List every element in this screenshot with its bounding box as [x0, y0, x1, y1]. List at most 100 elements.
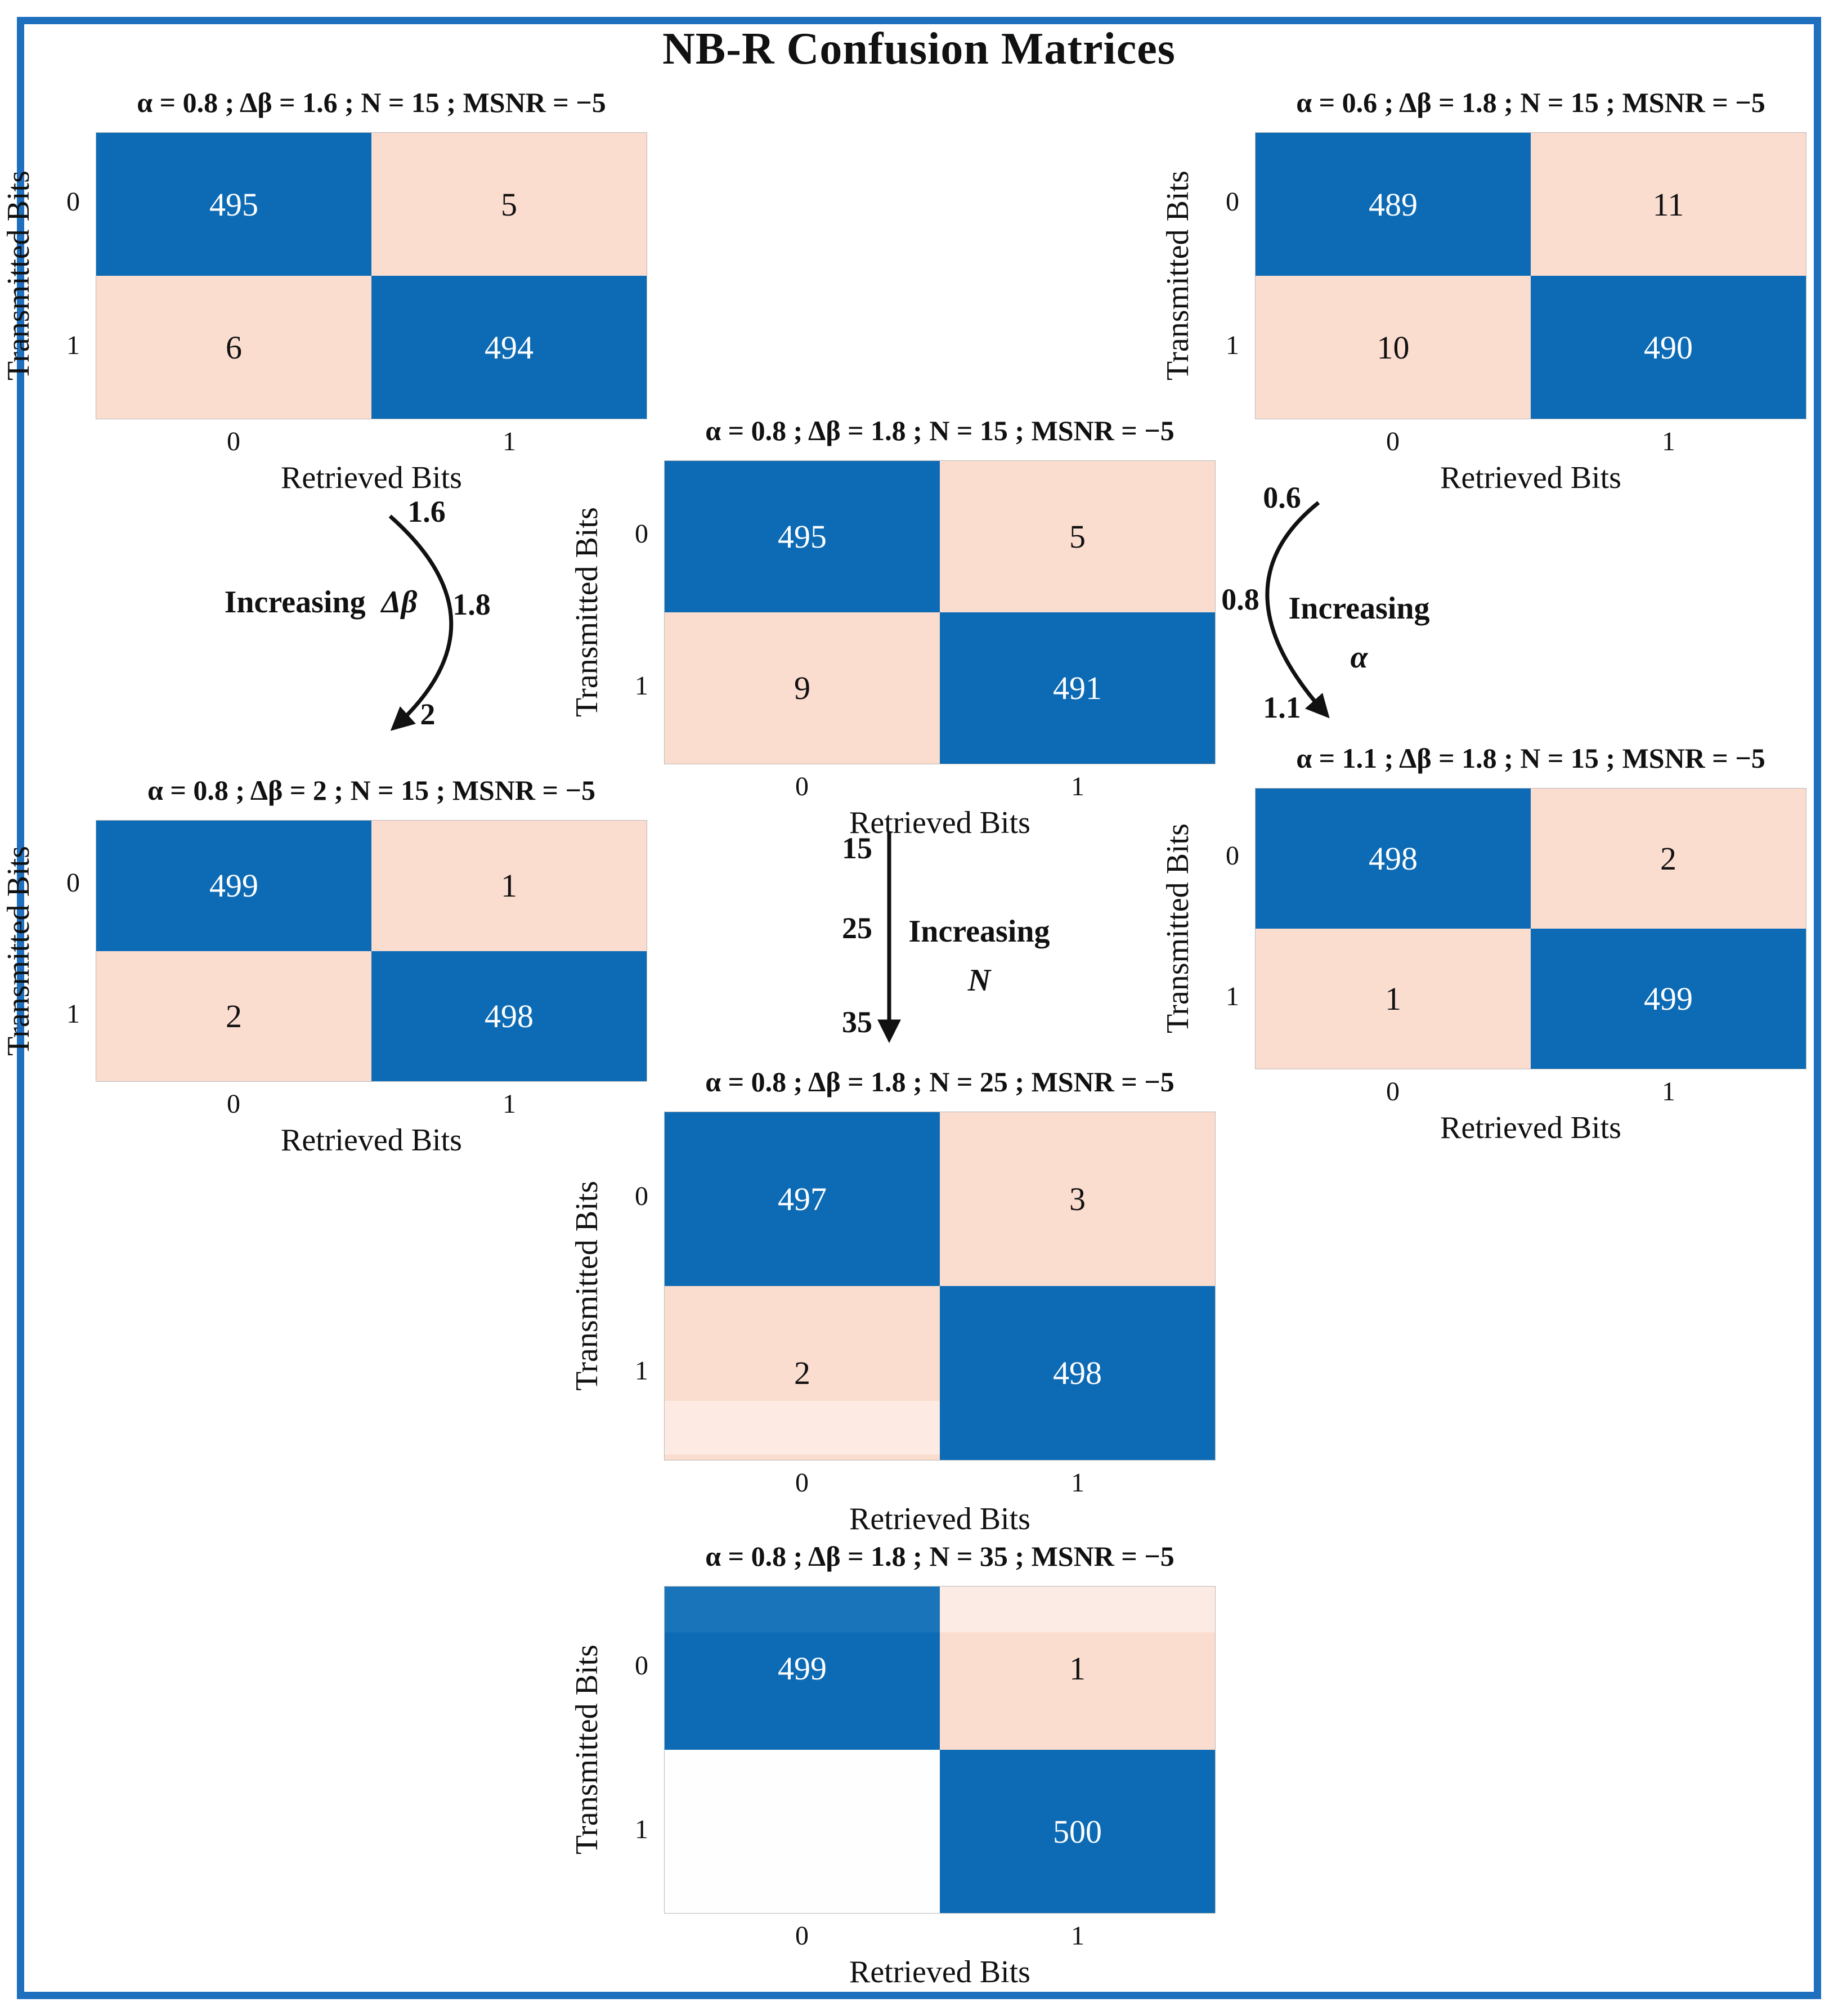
y-tick-1: 1 [635, 671, 648, 701]
x-axis-label: Retrieved Bits [849, 1502, 1030, 1536]
matrix-grid: 495 5 6 494 [96, 132, 647, 419]
x-tick-0: 0 [1386, 427, 1400, 456]
x-axis-label: Retrieved Bits [281, 460, 462, 495]
cell-0-0: 495 [665, 461, 940, 612]
increasing-n-label: Increasing N [900, 907, 1058, 1005]
matrix-grid: 499 1 500 [664, 1586, 1216, 1914]
cell-0-1: 3 [940, 1112, 1215, 1286]
y-axis-label: Transmitted Bits [1, 846, 36, 1056]
cell-0-0: 495 [96, 133, 371, 276]
cell-1-1: 498 [371, 951, 647, 1081]
cell-1-1: 499 [1531, 929, 1806, 1069]
y-axis-label: Transmitted Bits [1160, 171, 1195, 381]
cell-1-1: 491 [940, 612, 1215, 764]
x-axis-label: Retrieved Bits [1440, 460, 1621, 495]
matrix-title: α = 0.6 ; Δβ = 1.8 ; N = 15 ; MSNR = −5 [1296, 87, 1765, 118]
y-tick-1: 1 [635, 1356, 648, 1386]
matrix-title: α = 0.8 ; Δβ = 2 ; N = 15 ; MSNR = −5 [147, 774, 596, 806]
cell-0-1: 5 [371, 133, 647, 276]
cell-1-1: 494 [371, 276, 647, 419]
alpha-symbol: α [1350, 639, 1368, 675]
x-tick-0: 0 [1386, 1077, 1400, 1106]
cell-1-1: 490 [1531, 276, 1806, 419]
x-tick-0: 0 [227, 427, 240, 456]
x-axis-label: Retrieved Bits [1440, 1110, 1621, 1145]
x-axis-label: Retrieved Bits [849, 1955, 1030, 1990]
matrix-grid: 495 5 9 491 [664, 460, 1216, 764]
x-tick-1: 1 [503, 1089, 516, 1119]
cell-0-1: 5 [940, 461, 1215, 612]
n-symbol: N [967, 962, 991, 998]
increasing-dbeta-label: Increasing Δβ [180, 584, 461, 620]
cell-0-1: 11 [1531, 133, 1806, 276]
cell-1-0: 10 [1256, 276, 1531, 419]
alpha-value-1: 0.6 [1263, 481, 1301, 514]
cell-0-1: 2 [1531, 789, 1806, 929]
y-tick-0: 0 [635, 519, 648, 549]
matrix-grid: 489 11 10 490 [1255, 132, 1806, 419]
matrix-title: α = 0.8 ; Δβ = 1.8 ; N = 25 ; MSNR = −5 [705, 1066, 1174, 1097]
cell-0-0: 497 [665, 1112, 940, 1286]
x-tick-0: 0 [795, 1468, 809, 1498]
y-tick-1: 1 [66, 998, 80, 1029]
y-tick-0: 0 [1226, 841, 1239, 871]
dbeta-value-2: 1.8 [452, 588, 491, 621]
x-axis-label: Retrieved Bits [281, 1123, 462, 1158]
x-axis-label: Retrieved Bits [849, 805, 1030, 840]
matrix-grid: 499 1 2 498 [96, 820, 647, 1082]
x-tick-0: 0 [795, 1921, 809, 1951]
cell-0-1: 1 [371, 821, 647, 951]
cell-0-0: 489 [1256, 133, 1531, 276]
x-tick-1: 1 [503, 427, 516, 456]
n-value-3: 35 [842, 1005, 872, 1039]
y-tick-0: 0 [66, 868, 80, 898]
y-tick-0: 0 [635, 1650, 648, 1681]
dbeta-symbol: Δβ [381, 585, 418, 620]
increasing-word: Increasing [224, 585, 366, 620]
increasing-alpha-label: Increasing α [1269, 584, 1449, 682]
cell-1-1: 498 [940, 1286, 1215, 1460]
figure-title: NB-R Confusion Matrices [662, 24, 1176, 74]
cell-0-0: 499 [96, 821, 371, 951]
cell-0-1: 1 [940, 1587, 1215, 1750]
cell-1-0: 1 [1256, 929, 1531, 1069]
cell-1-0: 6 [96, 276, 371, 419]
matrix-title: α = 0.8 ; Δβ = 1.8 ; N = 15 ; MSNR = −5 [705, 415, 1174, 446]
alpha-value-2: 0.8 [1221, 583, 1259, 616]
alpha-value-3: 1.1 [1263, 691, 1301, 724]
dbeta-value-1: 1.6 [407, 495, 446, 528]
matrix-title: α = 0.8 ; Δβ = 1.6 ; N = 15 ; MSNR = −5 [137, 87, 606, 118]
y-axis-label: Transmitted Bits [570, 1181, 604, 1391]
x-tick-1: 1 [1071, 1921, 1084, 1951]
x-tick-1: 1 [1662, 1077, 1675, 1106]
y-tick-1: 1 [1226, 330, 1239, 360]
increasing-word: Increasing [908, 914, 1050, 949]
n-value-2: 25 [842, 911, 872, 945]
y-axis-label: Transmitted Bits [570, 1645, 604, 1855]
x-tick-0: 0 [227, 1089, 240, 1119]
y-tick-0: 0 [635, 1181, 648, 1211]
cell-1-0: 2 [96, 951, 371, 1081]
matrix-grid: 498 2 1 499 [1255, 788, 1806, 1069]
x-tick-1: 1 [1662, 427, 1675, 456]
matrix-grid: 497 3 2 498 [664, 1112, 1216, 1461]
matrix-title: α = 0.8 ; Δβ = 1.8 ; N = 35 ; MSNR = −5 [705, 1540, 1174, 1572]
cell-1-0: 2 [665, 1286, 940, 1460]
figure-border [17, 17, 1821, 1999]
cell-0-0: 498 [1256, 789, 1531, 929]
y-axis-label: Transmitted Bits [1, 171, 36, 381]
dbeta-value-3: 2 [420, 697, 436, 731]
cell-0-0: 499 [665, 1587, 940, 1750]
y-tick-1: 1 [1226, 982, 1239, 1011]
cell-1-0: 9 [665, 612, 940, 764]
matrix-title: α = 1.1 ; Δβ = 1.8 ; N = 15 ; MSNR = −5 [1296, 742, 1765, 774]
y-tick-1: 1 [635, 1814, 648, 1844]
increasing-word: Increasing [1288, 591, 1430, 626]
x-tick-1: 1 [1071, 772, 1084, 801]
y-tick-1: 1 [66, 330, 80, 360]
n-value-1: 15 [842, 831, 872, 865]
cell-1-1: 500 [940, 1750, 1215, 1913]
x-tick-1: 1 [1071, 1468, 1084, 1498]
y-tick-0: 0 [1226, 186, 1239, 217]
y-axis-label: Transmitted Bits [570, 507, 604, 718]
